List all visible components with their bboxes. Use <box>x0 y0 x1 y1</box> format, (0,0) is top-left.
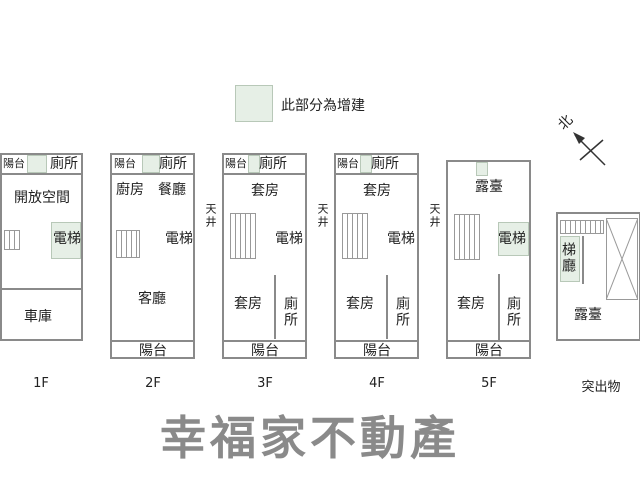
floor-plan-rooftop <box>556 212 640 341</box>
room-label: 天井 <box>316 203 329 229</box>
room-label: 露臺 <box>475 179 503 195</box>
room-label: 套房 <box>363 183 391 199</box>
floor-plan-2f <box>110 153 195 359</box>
room-label: 梯廳 <box>560 242 576 274</box>
room-label: 廁所 <box>505 296 521 328</box>
room-label: 車庫 <box>24 309 52 325</box>
floor-plan-5f <box>446 160 531 359</box>
room-label: 天井 <box>428 203 441 229</box>
room-label: 電梯 <box>165 231 193 247</box>
room-label: 露臺 <box>574 307 602 323</box>
void-x-mark <box>606 218 638 300</box>
floor-plan-1f <box>0 153 83 341</box>
room-label: 套房 <box>251 183 279 199</box>
floor-label: 2F <box>145 376 161 391</box>
room-label: 客廳 <box>138 291 166 307</box>
room-label: 天井 <box>204 203 217 229</box>
floor-label: 4F <box>369 376 385 391</box>
room-label: 廁所 <box>371 156 399 172</box>
legend-label: 此部分為增建 <box>281 98 365 114</box>
room-label: 廁所 <box>282 296 298 328</box>
room-label: 廁所 <box>159 156 187 172</box>
floor-label: 突出物 <box>581 380 621 395</box>
legend-swatch <box>235 85 273 122</box>
floor-label: 3F <box>257 376 273 391</box>
room-label: 陽台 <box>3 157 25 170</box>
floor-label: 5F <box>481 376 497 391</box>
room-label: 陽台 <box>337 157 359 170</box>
room-label: 開放空間 <box>14 190 70 206</box>
room-label: 陽台 <box>225 157 247 170</box>
room-label: 餐廳 <box>158 182 186 198</box>
floor-label: 1F <box>33 376 49 391</box>
room-label: 廚房 <box>116 182 144 198</box>
room-label: 套房 <box>457 296 485 312</box>
room-label: 電梯 <box>275 231 303 247</box>
room-label: 廁所 <box>394 296 410 328</box>
room-label: 套房 <box>346 296 374 312</box>
floor-plan-4f <box>334 153 419 359</box>
room-label: 陽台 <box>114 157 136 170</box>
room-label: 陽台 <box>139 343 167 359</box>
watermark: 幸福家不動產 <box>160 411 460 465</box>
room-label: 廁所 <box>50 156 78 172</box>
room-label: 電梯 <box>498 231 526 247</box>
floor-plan-3f <box>222 153 307 359</box>
room-label: 電梯 <box>53 231 81 247</box>
room-label: 電梯 <box>387 231 415 247</box>
room-label: 陽台 <box>363 343 391 359</box>
north-arrow-icon <box>573 132 606 166</box>
room-label: 廁所 <box>259 156 287 172</box>
room-label: 陽台 <box>251 343 279 359</box>
room-label: 套房 <box>234 296 262 312</box>
room-label: 陽台 <box>475 343 503 359</box>
